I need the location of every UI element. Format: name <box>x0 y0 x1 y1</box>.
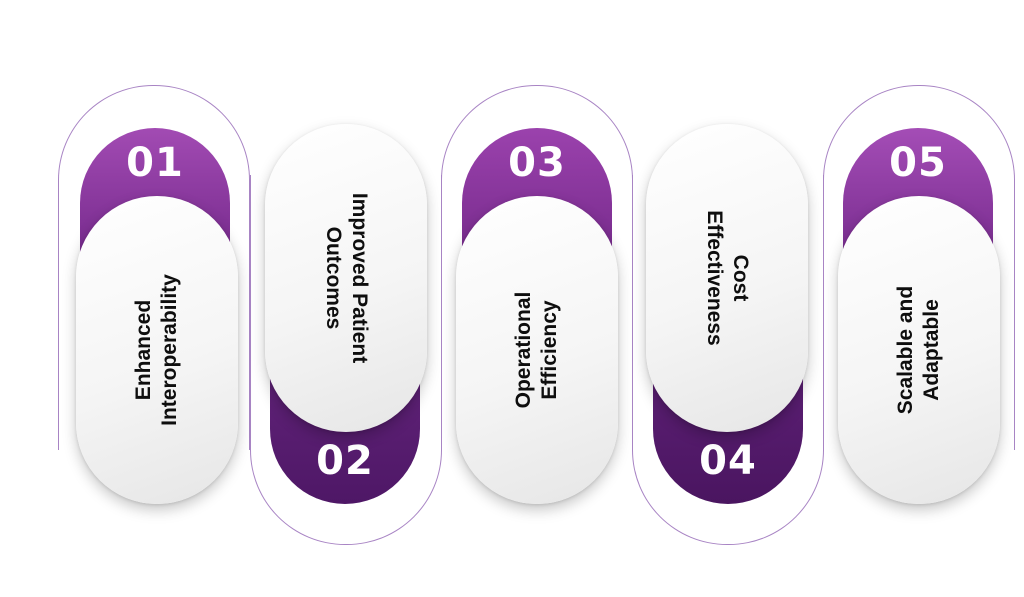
outline-arc-5 <box>823 85 1015 450</box>
step-2-number: 02 <box>316 438 374 484</box>
step-3-label: Operational Efficiency <box>512 291 561 409</box>
step-1-card: Enhanced Interoperability <box>76 196 238 504</box>
step-2-card: Improved Patient Outcomes <box>265 124 427 432</box>
step-3-number: 03 <box>508 140 566 186</box>
outline-arc-1 <box>58 85 250 450</box>
step-5-number: 05 <box>889 140 947 186</box>
step-5-label: Scalable and Adaptable <box>894 285 943 415</box>
step-1-label: Enhanced Interoperability <box>132 274 181 426</box>
step-3-card: Operational Efficiency <box>456 196 618 504</box>
step-1-number: 01 <box>126 140 184 186</box>
step-2-label: Improved Patient Outcomes <box>322 192 371 364</box>
step-4-label: Cost Effectiveness <box>703 210 752 346</box>
step-5-card: Scalable and Adaptable <box>838 196 1000 504</box>
step-4-number: 04 <box>699 438 757 484</box>
step-4-card: Cost Effectiveness <box>646 124 808 432</box>
